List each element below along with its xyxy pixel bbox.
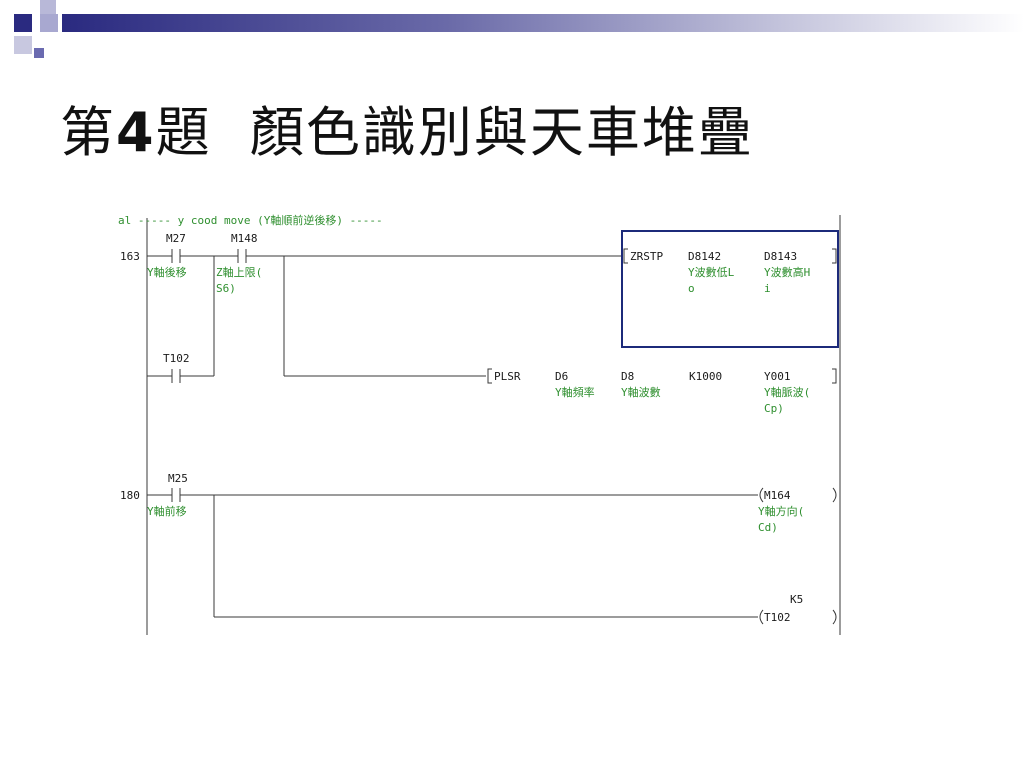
- title-number: 4: [116, 101, 156, 164]
- step-number: 180: [120, 489, 140, 502]
- contact-label: M148: [231, 232, 258, 245]
- coil-M164-left: [759, 487, 764, 503]
- bracket-ZRSTP-right: [832, 248, 837, 264]
- bracket-ZRSTP-left: [623, 248, 628, 264]
- contact-label: T102: [163, 352, 190, 365]
- contact-label: M27: [166, 232, 186, 245]
- operand-comment: Y波數低L: [688, 266, 735, 279]
- operand: Y001: [764, 370, 791, 383]
- bracket-PLSR-right: [832, 368, 837, 384]
- operand-comment: Cp): [764, 402, 784, 415]
- operand: D8143: [764, 250, 797, 263]
- coil-label: M164: [764, 489, 791, 502]
- contact-comment: Y軸前移: [147, 504, 187, 518]
- operand-comment: Y軸頻率: [555, 385, 595, 399]
- operand-comment: i: [764, 282, 771, 295]
- ladder-wires: [146, 215, 841, 635]
- operand-comment: Y波數高H: [764, 265, 810, 279]
- step-number: 163: [120, 250, 140, 263]
- zrstp-highlight-box: [621, 230, 839, 348]
- coil-M164-right: [832, 487, 837, 503]
- bracket-PLSR-left: [487, 368, 492, 384]
- corner-square-navy: [14, 14, 32, 32]
- coil-T102-right: [832, 609, 837, 625]
- contact-comment: Y軸後移: [147, 265, 187, 279]
- corner-square-mid: [34, 48, 44, 58]
- contact-comment: S6): [216, 282, 236, 295]
- timer-setting: K5: [790, 593, 803, 606]
- contact-label: M25: [168, 472, 188, 485]
- coil-comment: Cd): [758, 521, 778, 534]
- coil-label: T102: [764, 611, 791, 624]
- coil-comment: Y軸方向(: [758, 504, 804, 518]
- operand-comment: o: [688, 282, 695, 295]
- title-rest: 題 顏色識別與天車堆疊: [155, 101, 754, 164]
- operand: D8: [621, 370, 634, 383]
- corner-square-light: [40, 0, 56, 14]
- operand: D6: [555, 370, 568, 383]
- slide-title: 第4題 顏色識別與天車堆疊: [60, 88, 754, 167]
- program-comment: al ----- y cood move (Y軸順前逆後移) -----: [118, 213, 383, 227]
- contact-comment: Z軸上限(: [216, 265, 262, 279]
- instruction-op: PLSR: [494, 370, 521, 383]
- operand-comment: Y軸脈波(: [764, 385, 810, 399]
- corner-square-light: [14, 36, 32, 54]
- title-prefix: 第: [60, 101, 116, 164]
- operand: D8142: [688, 250, 721, 263]
- header-gradient-bar: [62, 14, 1024, 32]
- operand: K1000: [689, 370, 722, 383]
- corner-square-light: [40, 14, 58, 32]
- instruction-op: ZRSTP: [630, 250, 663, 263]
- coil-T102-left: [759, 609, 764, 625]
- operand-comment: Y軸波數: [621, 385, 661, 399]
